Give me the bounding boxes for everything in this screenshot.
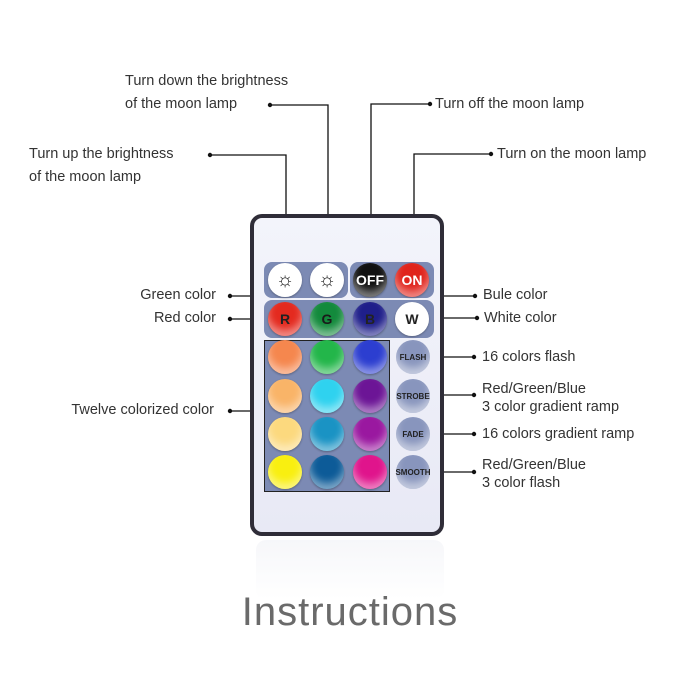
reflection xyxy=(256,540,444,600)
fade-button-label: FADE xyxy=(402,429,424,439)
leader-dot xyxy=(227,408,233,414)
strobe-button[interactable]: STROBE xyxy=(396,379,430,413)
leader-dot xyxy=(474,315,480,321)
label-fade: 16 colors gradient ramp xyxy=(482,426,635,442)
flash-button[interactable]: FLASH xyxy=(396,340,430,374)
label-line: 3 color flash xyxy=(482,475,561,491)
fade-button[interactable]: FADE xyxy=(396,417,430,451)
color-button[interactable] xyxy=(310,417,344,451)
label-line: of the moon lamp xyxy=(125,96,238,112)
leader-dot xyxy=(227,316,233,322)
color-button[interactable] xyxy=(268,417,302,451)
label-smooth: Red/Green/Blue 3 color flash xyxy=(482,456,586,492)
label-twelve-colors: Twelve colorized color xyxy=(71,402,214,418)
brightness-up-button[interactable]: ☼ xyxy=(268,263,302,297)
blue-button[interactable]: B xyxy=(353,302,387,336)
leader-dot xyxy=(488,151,494,157)
label-white: White color xyxy=(484,310,557,326)
leader-dot xyxy=(471,431,477,437)
color-button[interactable] xyxy=(353,417,387,451)
page-title: Instructions xyxy=(241,590,459,634)
leader-dot xyxy=(267,102,273,108)
color-button[interactable] xyxy=(268,455,302,489)
label-off: Turn off the moon lamp xyxy=(435,96,585,112)
label-on: Turn on the moon lamp xyxy=(497,146,647,162)
off-label: OFF xyxy=(356,272,384,288)
label-brightness-down: Turn down the brightness of the moon lam… xyxy=(125,70,288,116)
leader-dot xyxy=(471,469,477,475)
sun-up-icon: ☼ xyxy=(275,268,295,291)
off-button[interactable]: OFF xyxy=(353,263,387,297)
blue-button-label: B xyxy=(364,311,376,327)
label-green: Green color xyxy=(140,287,216,303)
label-line: Red/Green/Blue xyxy=(482,457,586,473)
color-button[interactable] xyxy=(353,340,387,374)
color-button[interactable] xyxy=(310,379,344,413)
leader-dot xyxy=(471,354,477,360)
strobe-button-label: STROBE xyxy=(396,391,430,401)
sun-down-icon: ☼ xyxy=(317,268,337,291)
smooth-button-label: SMOOTH xyxy=(395,467,431,477)
on-button[interactable]: ON xyxy=(395,263,429,297)
leader-dot xyxy=(427,101,433,107)
label-brightness-up: Turn up the brightness of the moon lamp xyxy=(29,143,174,189)
label-blue: Bule color xyxy=(483,287,548,303)
white-button-label: W xyxy=(405,311,419,327)
on-label: ON xyxy=(401,272,423,288)
label-strobe: Red/Green/Blue 3 color gradient ramp xyxy=(482,380,619,416)
color-button[interactable] xyxy=(353,455,387,489)
smooth-button[interactable]: SMOOTH xyxy=(395,455,431,489)
color-button[interactable] xyxy=(310,455,344,489)
label-line: Red/Green/Blue xyxy=(482,381,586,397)
color-button[interactable] xyxy=(353,379,387,413)
leader-dot xyxy=(227,293,233,299)
label-line: Turn down the brightness xyxy=(125,73,289,89)
green-button-label: G xyxy=(321,311,333,327)
color-button[interactable] xyxy=(268,379,302,413)
white-button[interactable]: W xyxy=(395,302,429,336)
green-button[interactable]: G xyxy=(310,302,344,336)
color-button[interactable] xyxy=(268,340,302,374)
label-line: Turn up the brightness xyxy=(29,146,174,162)
leader-dot xyxy=(471,392,477,398)
label-line: 3 color gradient ramp xyxy=(482,399,620,415)
label-flash: 16 colors flash xyxy=(482,349,576,365)
label-line: of the moon lamp xyxy=(29,169,142,185)
color-button[interactable] xyxy=(310,340,344,374)
red-button-label: R xyxy=(279,311,291,327)
label-red: Red color xyxy=(153,310,216,326)
red-button[interactable]: R xyxy=(268,302,302,336)
brightness-down-button[interactable]: ☼ xyxy=(310,263,344,297)
flash-button-label: FLASH xyxy=(399,352,427,362)
leader-dot xyxy=(472,293,478,299)
leader-dot xyxy=(207,152,213,158)
